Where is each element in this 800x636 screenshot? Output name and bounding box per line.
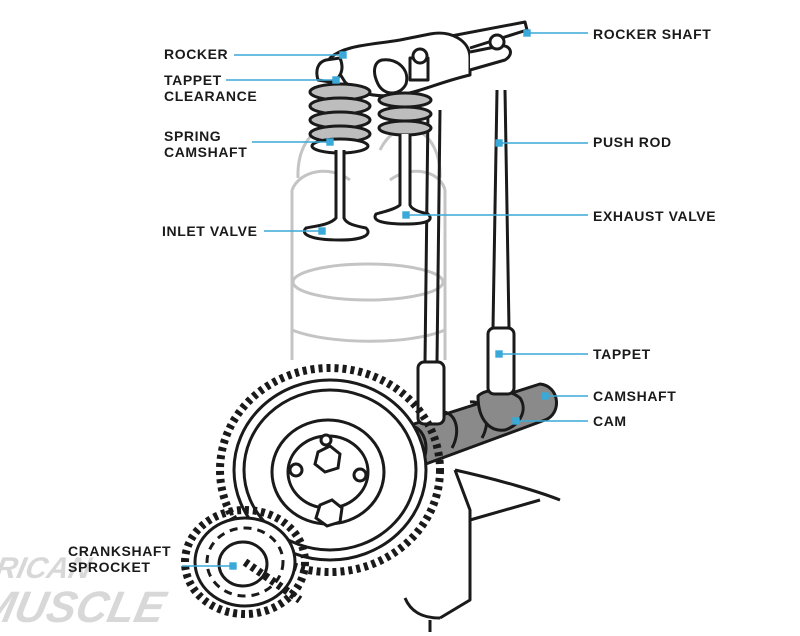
label-tappet: TAPPET bbox=[593, 346, 651, 362]
label-camshaft: CAMSHAFT bbox=[593, 388, 677, 404]
engine-block bbox=[403, 468, 561, 632]
cylinder-bore bbox=[290, 124, 447, 360]
valves bbox=[303, 134, 432, 242]
label-tappet-clearance-line-2: CLEARANCE bbox=[164, 88, 258, 104]
watermark-line-2: MUSCLE bbox=[0, 583, 171, 631]
label-push-rod: PUSH ROD bbox=[593, 134, 672, 150]
tappet-left bbox=[416, 360, 446, 426]
label-crankshaft-sprocket: CRANKSHAFT SPROCKET bbox=[68, 543, 171, 575]
crankshaft-sprocket bbox=[181, 506, 309, 618]
leader-lines bbox=[182, 29, 588, 570]
label-inlet-valve: INLET VALVE bbox=[162, 223, 258, 239]
label-tappet-clearance-line-1: TAPPET bbox=[164, 72, 222, 88]
label-crankshaft-line-1: CRANKSHAFT bbox=[68, 543, 172, 559]
label-crankshaft-line-2: SPROCKET bbox=[68, 559, 151, 575]
watermark-line-1: AMERICAN bbox=[0, 552, 95, 585]
rocker-assembly bbox=[315, 20, 529, 98]
label-spring: SPRING bbox=[164, 128, 222, 144]
label-rocker-shaft: ROCKER SHAFT bbox=[593, 26, 712, 42]
tappet-right bbox=[486, 326, 516, 396]
cam-sprocket bbox=[216, 364, 444, 576]
label-cam: CAM bbox=[593, 413, 627, 429]
label-camshaft-top: CAMSHAFT bbox=[164, 144, 248, 160]
label-spring-camshaft: SPRING CAMSHAFT bbox=[164, 128, 247, 160]
valvetrain-rods bbox=[416, 89, 516, 426]
label-exhaust-valve: EXHAUST VALVE bbox=[593, 208, 717, 224]
label-tappet-clearance: TAPPET CLEARANCE bbox=[164, 72, 257, 104]
watermark-logo: AMERICAN MUSCLE bbox=[0, 552, 171, 632]
label-rocker: ROCKER bbox=[164, 46, 229, 62]
